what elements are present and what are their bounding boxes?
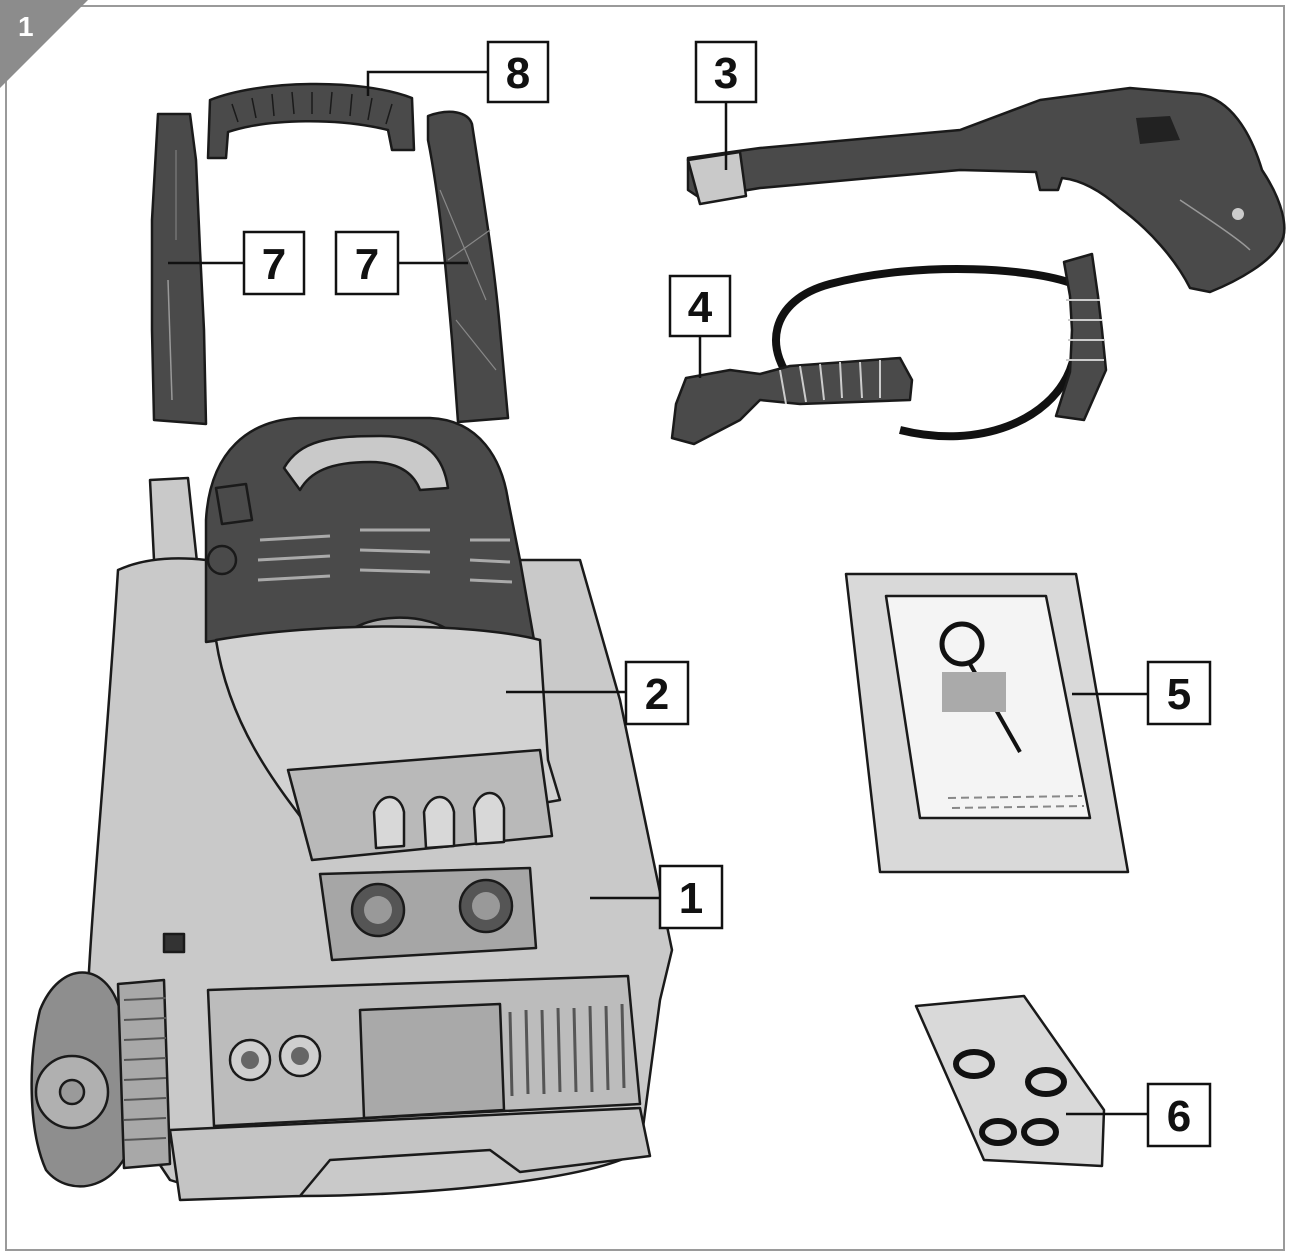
callout-1: 1	[658, 864, 724, 930]
callout-7-right: 7	[334, 230, 400, 296]
o-ring-bag-part	[914, 994, 1106, 1168]
callout-6: 6	[1146, 1082, 1212, 1148]
handle-rail-right-part	[426, 110, 510, 424]
pressure-washer-body-part	[30, 416, 674, 1202]
callout-7-left: 7	[242, 230, 306, 296]
callout-3-label: 3	[714, 49, 738, 98]
callout-8: 8	[486, 40, 550, 104]
handle-grip-part	[206, 82, 416, 160]
callout-7-right-label: 7	[355, 240, 379, 289]
callout-8-label: 8	[506, 49, 530, 98]
callout-5-label: 5	[1167, 670, 1191, 719]
callout-4: 4	[668, 274, 732, 338]
manual-booklet-part	[844, 572, 1130, 874]
spray-gun-part	[686, 86, 1286, 294]
callout-6-label: 6	[1167, 1092, 1191, 1141]
callout-1-label: 1	[679, 874, 703, 923]
callout-5: 5	[1146, 660, 1212, 726]
callout-7-left-label: 7	[262, 240, 286, 289]
callout-4-label: 4	[688, 283, 713, 332]
callout-2: 2	[624, 660, 690, 726]
handle-rail-left-part	[150, 112, 208, 426]
leader-lines	[168, 70, 1148, 1116]
figure-number-tab: 1	[0, 0, 88, 88]
callout-2-label: 2	[645, 670, 669, 719]
callout-3: 3	[694, 40, 758, 104]
hose-part	[670, 252, 1108, 446]
figure-frame	[5, 5, 1285, 1251]
figure-number: 1	[18, 11, 34, 42]
